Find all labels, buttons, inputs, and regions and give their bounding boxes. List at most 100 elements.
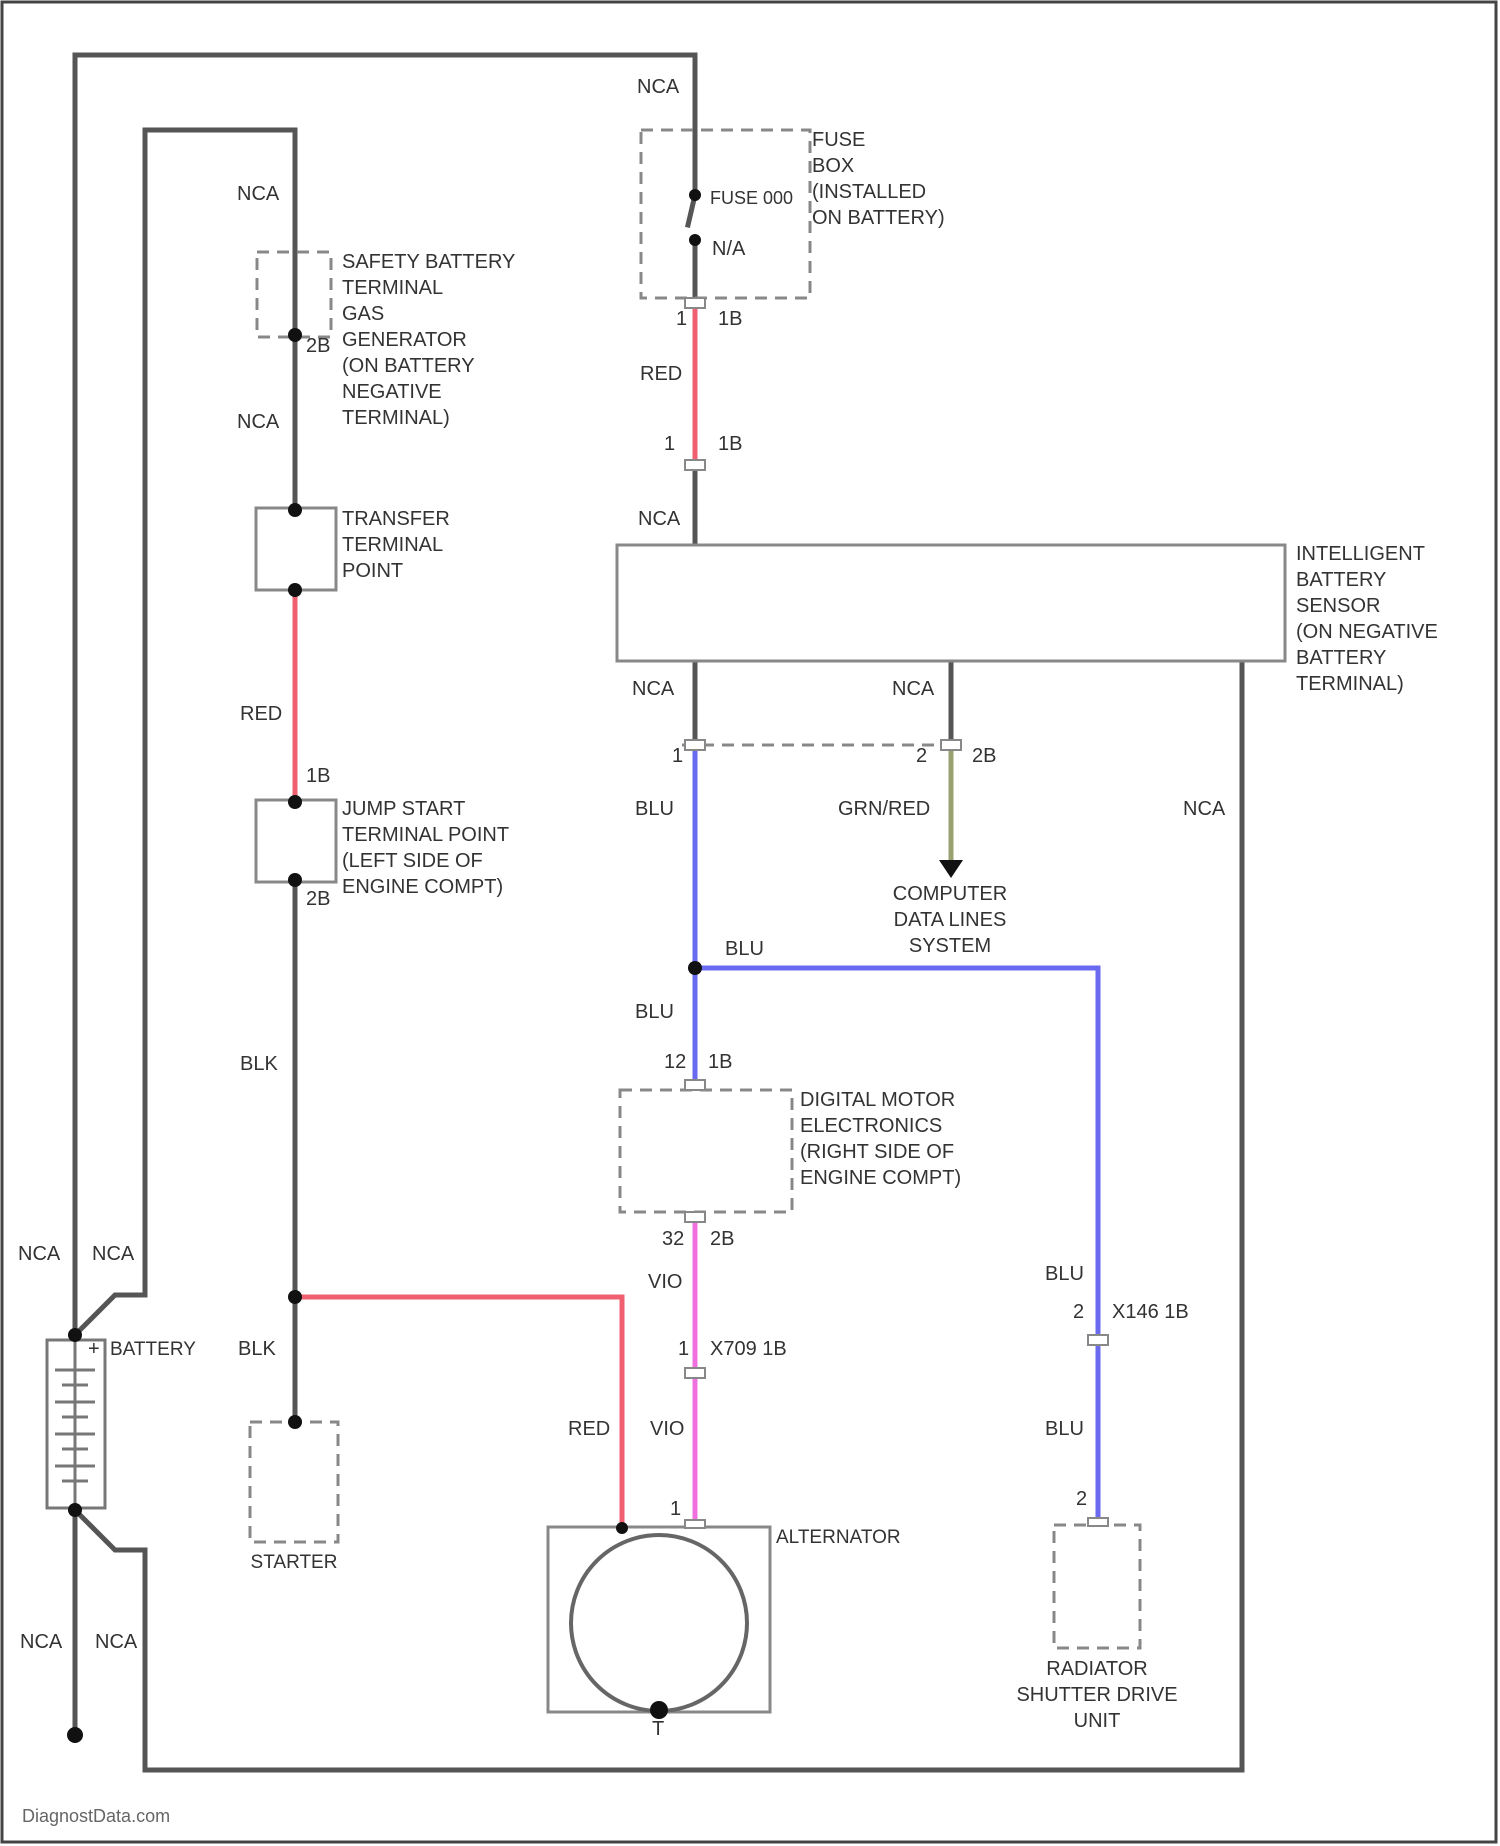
dot-alt-red [616, 1522, 628, 1534]
label-nca-batt-br: NCA [95, 1631, 138, 1653]
dot-jump-top [288, 795, 302, 809]
connector-ibs-out1 [685, 740, 705, 750]
label-line: DATA LINES [894, 909, 1007, 931]
connector-alternator [685, 1520, 705, 1528]
jump-start-box [256, 800, 336, 882]
label-line: BOX [812, 155, 854, 177]
pin-safety-type: 2B [306, 335, 330, 357]
label-line: SENSOR [1296, 595, 1380, 617]
label-line: NEGATIVE [342, 381, 442, 403]
label-line: ELECTRONICS [800, 1115, 942, 1137]
label-line: BATTERY [1296, 569, 1386, 591]
pin-x146: 2 [1073, 1301, 1084, 1323]
wire-blue-splice-shutter [695, 968, 1098, 1520]
pin-x709: 1 [678, 1338, 689, 1360]
label-line: (INSTALLED [812, 181, 926, 203]
pin-alt-ground: T [652, 1718, 664, 1740]
label-nca-left-top: NCA [237, 183, 280, 205]
connector-dme-in [685, 1080, 705, 1090]
dot-red-splice [288, 1290, 302, 1304]
pin-labels: N/A 1 1B 1 1B 2B 1B 2B 1 2 2B 12 1B 32 2… [88, 238, 1189, 1740]
label-line: SYSTEM [909, 935, 991, 957]
label-line: TERMINAL) [342, 407, 450, 429]
connector-x146 [1088, 1335, 1108, 1345]
dot-transfer-bottom [288, 583, 302, 597]
label-nca-ibs-out1: NCA [632, 678, 675, 700]
dot-ground [67, 1727, 83, 1743]
alternator-symbol-icon [571, 1535, 747, 1711]
dot-starter [288, 1415, 302, 1429]
label-blk-starter: BLK [238, 1338, 276, 1360]
fuse-label: FUSE 000 [710, 188, 793, 208]
label-vio-1: VIO [648, 1271, 682, 1293]
wire-fuse-inner [688, 135, 695, 300]
ibs-label: INTELLIGENT BATTERY SENSOR (ON NEGATIVE … [1296, 543, 1438, 695]
label-line: (ON NEGATIVE [1296, 621, 1438, 643]
connector-shutter [1088, 1518, 1108, 1526]
transfer-point-box [256, 508, 336, 590]
pin-ibs-out2: 2 [916, 745, 927, 767]
pin-shutter: 2 [1076, 1488, 1087, 1510]
dme-outline [620, 1090, 792, 1212]
label-line: (RIGHT SIDE OF [800, 1141, 954, 1163]
pin-fuse-n: N/A [712, 238, 746, 260]
battery-label: BATTERY [110, 1339, 196, 1360]
label-nca-batt-bl: NCA [20, 1631, 63, 1653]
label-line: DIGITAL MOTOR [800, 1089, 955, 1111]
connector-fuse-out [685, 298, 705, 308]
wire-red-alternator [295, 1297, 622, 1530]
label-grn-red: GRN/RED [838, 798, 930, 820]
dot-alt-ground [650, 1701, 668, 1719]
pin-ibs-out2-type: 2B [972, 745, 996, 767]
pin-ibs-in-type: 1B [718, 433, 742, 455]
label-nca-left-mid: NCA [237, 411, 280, 433]
fuse-contact-top [689, 189, 701, 201]
label-line: GENERATOR [342, 329, 467, 351]
label-blk-left: BLK [240, 1053, 278, 1075]
safety-terminal-label: SAFETY BATTERY TERMINAL GAS GENERATOR (O… [342, 251, 515, 429]
label-line: ON BATTERY) [812, 207, 945, 229]
jump-start-label: JUMP START TERMINAL POINT (LEFT SIDE OF … [342, 798, 509, 898]
label-line: TERMINAL) [1296, 673, 1404, 695]
label-nca-ibs-out2: NCA [892, 678, 935, 700]
pin-dme-out-type: 2B [710, 1228, 734, 1250]
label-nca-batt-tr: NCA [92, 1243, 135, 1265]
dot-battery-plus [68, 1328, 82, 1342]
fuse-box-label: FUSE BOX (INSTALLED ON BATTERY) [812, 129, 945, 229]
connector-dme-out [685, 1212, 705, 1222]
label-line: GAS [342, 303, 384, 325]
pin-x709-label: X709 1B [710, 1338, 787, 1360]
dot-battery-minus [68, 1503, 82, 1517]
label-line: UNIT [1074, 1710, 1121, 1732]
label-blu-2: BLU [725, 938, 764, 960]
label-line: TERMINAL [342, 534, 443, 556]
label-line: ENGINE COMPT) [342, 876, 503, 898]
label-red-left: RED [240, 703, 282, 725]
label-line: (LEFT SIDE OF [342, 850, 483, 872]
starter-label: STARTER [251, 1552, 338, 1573]
label-blu-1: BLU [635, 798, 674, 820]
label-line: (ON BATTERY [342, 355, 475, 377]
pin-fuse-out: 1 [676, 308, 687, 330]
alternator-label: ALTERNATOR [776, 1527, 901, 1548]
dot-transfer-top [288, 503, 302, 517]
battery-symbol-icon [47, 1340, 105, 1508]
pin-batt-plus: + [88, 1338, 100, 1360]
label-nca-ibs-in: NCA [638, 508, 681, 530]
dot-jump-bottom [288, 873, 302, 887]
label-line: POINT [342, 560, 403, 582]
connector-ibs-in [685, 460, 705, 470]
label-line: COMPUTER [893, 883, 1007, 905]
wire-battery-top-jog [75, 1290, 145, 1335]
red-wires [295, 305, 695, 1530]
data-lines-label: COMPUTER DATA LINES SYSTEM [893, 883, 1007, 957]
pin-ibs-out1: 1 [672, 745, 683, 767]
component-labels: FUSE BOX (INSTALLED ON BATTERY) FUSE 000… [110, 129, 1438, 1732]
dme-label: DIGITAL MOTOR ELECTRONICS (RIGHT SIDE OF… [800, 1089, 961, 1189]
pin-dme-in: 12 [664, 1051, 686, 1073]
label-line: ENGINE COMPT) [800, 1167, 961, 1189]
label-blu-5: BLU [1045, 1418, 1084, 1440]
label-line: BATTERY [1296, 647, 1386, 669]
wire-battery-plus-top [75, 55, 695, 1335]
label-line: TRANSFER [342, 508, 450, 530]
